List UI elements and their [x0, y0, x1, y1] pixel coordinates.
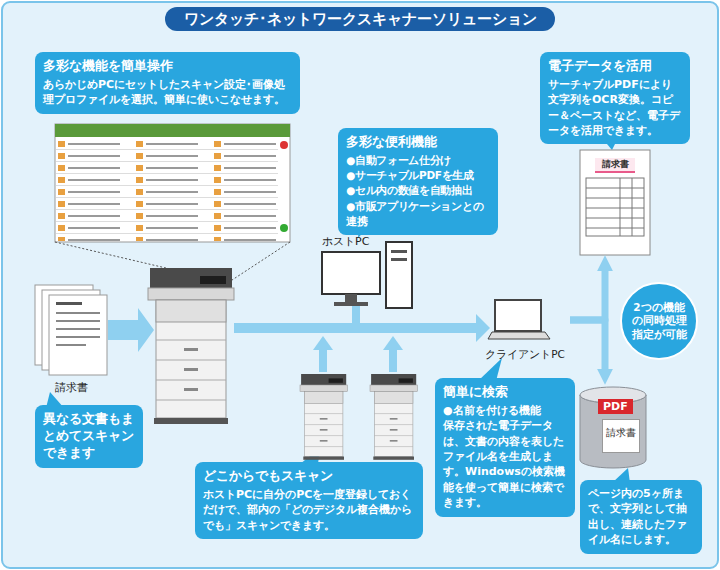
monitor: [322, 252, 380, 294]
invoice-rule: [620, 178, 621, 236]
node-body-text: サーチャブルPDFにより文字列をOCR変換。コピー＆ペーストなど、電子データを活…: [548, 77, 682, 139]
node-body-text: ●名前を付ける機能: [443, 403, 567, 418]
invoice-rule: [632, 178, 633, 236]
invoice-rule: [586, 198, 644, 199]
callout-box: どこからでもスキャンホストPCに自分のPCを一度登録しておくだけで、部内の「どの…: [195, 462, 423, 539]
paper-line: [56, 320, 100, 322]
paper-sheet: [580, 150, 650, 255]
mfp-small: [370, 374, 417, 460]
title-band: [165, 7, 555, 31]
callout-box: ページ内の5ヶ所まで、文字列として抽出し、連続したファイル名にします。: [580, 480, 702, 554]
note-circle: 2つの機能の同時処理指定が可能: [620, 282, 698, 360]
flow-arrowhead: [313, 336, 333, 350]
storage-cylinder: PDF 請求書: [578, 385, 648, 470]
callout-box: 簡単に検索 ●名前を付ける機能保存された電子データは、文書の内容を表したファイル名…: [435, 378, 575, 517]
connector-arrow: [570, 268, 605, 320]
node-text: ホストPC: [322, 234, 369, 249]
node-body-text: ●自動フォーム仕分け: [346, 153, 490, 168]
node-text: PDF: [598, 399, 633, 414]
mfp-small: [300, 374, 347, 460]
flow-line: [352, 306, 360, 324]
paper-line: [56, 344, 86, 346]
node-body-text: 保存された電子データは、文書の内容を表したファイル名を生成します。Windows…: [443, 418, 567, 510]
flow-line: [319, 348, 327, 372]
screen-button: [280, 224, 288, 232]
screen-button: [280, 141, 288, 149]
flow-line: [389, 348, 397, 372]
pc-tower: [386, 242, 412, 308]
node-body-text: ●セル内の数値を自動抽出: [346, 183, 490, 198]
flow-arrowhead: [476, 314, 490, 342]
node-body-text: ●市販アプリケーションとの連携: [346, 199, 490, 229]
mfp-main: [148, 268, 234, 424]
laptop-screen: [495, 300, 541, 331]
callout-box: 異なる文書もまとめてスキャンできます: [35, 405, 143, 468]
invoice-rule: [586, 188, 644, 189]
paper-line: [56, 302, 82, 305]
screen-header: [55, 124, 290, 137]
paper-line: [56, 312, 100, 314]
zoom-leader: [226, 242, 290, 284]
callout-box: 多彩な便利機能 ●自動フォーム仕分け●サーチャブルPDFを生成●セル内の数値を自動…: [338, 128, 498, 235]
node-text: 多彩な機能を簡単操作: [43, 58, 292, 75]
document-stack: 請求書: [33, 283, 110, 395]
node-text: 請求書: [33, 381, 110, 395]
connector-arrow: [570, 320, 605, 372]
invoice-rule: [586, 228, 644, 229]
paper-line: [56, 336, 100, 338]
monitor-stand: [345, 294, 357, 302]
node-text: 電子データを活用: [548, 58, 682, 75]
node-text: 多彩な便利機能: [346, 134, 490, 151]
flow-line: [234, 323, 478, 333]
node-text: 2つの機能の同時処理指定が可能: [628, 301, 690, 342]
host-pc: ホストPC: [318, 234, 414, 310]
invoice-rule: [586, 218, 644, 219]
node-text: どこからでもスキャン: [203, 468, 415, 485]
node-text: 簡単に検索: [443, 384, 567, 401]
node-body-text: 請求書: [602, 419, 640, 453]
paper-sheet: [49, 295, 107, 375]
node-text: 請求書: [595, 158, 635, 173]
invoice-table: [586, 178, 644, 236]
node-body-text: ●サーチャブルPDFを生成: [346, 168, 490, 183]
node-body-text: ホストPCに自分のPCを一度登録しておくだけで、部内の「どのデジタル複合機からで…: [203, 487, 415, 533]
flow-arrow: [108, 308, 154, 352]
screen-menu: [56, 138, 278, 241]
node-text: 異なる文書もまとめてスキャンできます: [43, 411, 135, 462]
pc-drive: [391, 258, 407, 261]
flow-arrowhead: [383, 336, 403, 350]
client-pc: クライアントPC: [480, 298, 570, 362]
cylinder-body: [580, 395, 646, 468]
paper-line: [56, 328, 100, 330]
screen-capture: [55, 124, 290, 242]
callout-box: 電子データを活用サーチャブルPDFにより文字列をOCR変換。コピー＆ペーストなど…: [540, 52, 690, 144]
node-body-text: あらかじめPCにセットしたスキャン設定･画像処理プロファイルを選択。簡単に使いこ…: [43, 77, 292, 108]
laptop-base: [488, 332, 550, 339]
monitor-stand: [334, 302, 368, 306]
document-page: 請求書: [580, 150, 650, 255]
node-text: クライアントPC: [480, 348, 570, 362]
title-text: ワンタッチ･ネットワークスキャナーソリューション: [165, 7, 555, 31]
invoice-rule: [586, 208, 644, 209]
pc-drive: [391, 250, 407, 253]
node-text: ページ内の5ヶ所まで、文字列として抽出し、連続したファイル名にします。: [588, 486, 694, 548]
callout-box: 多彩な機能を簡単操作あらかじめPCにセットしたスキャン設定･画像処理プロファイル…: [35, 52, 300, 114]
